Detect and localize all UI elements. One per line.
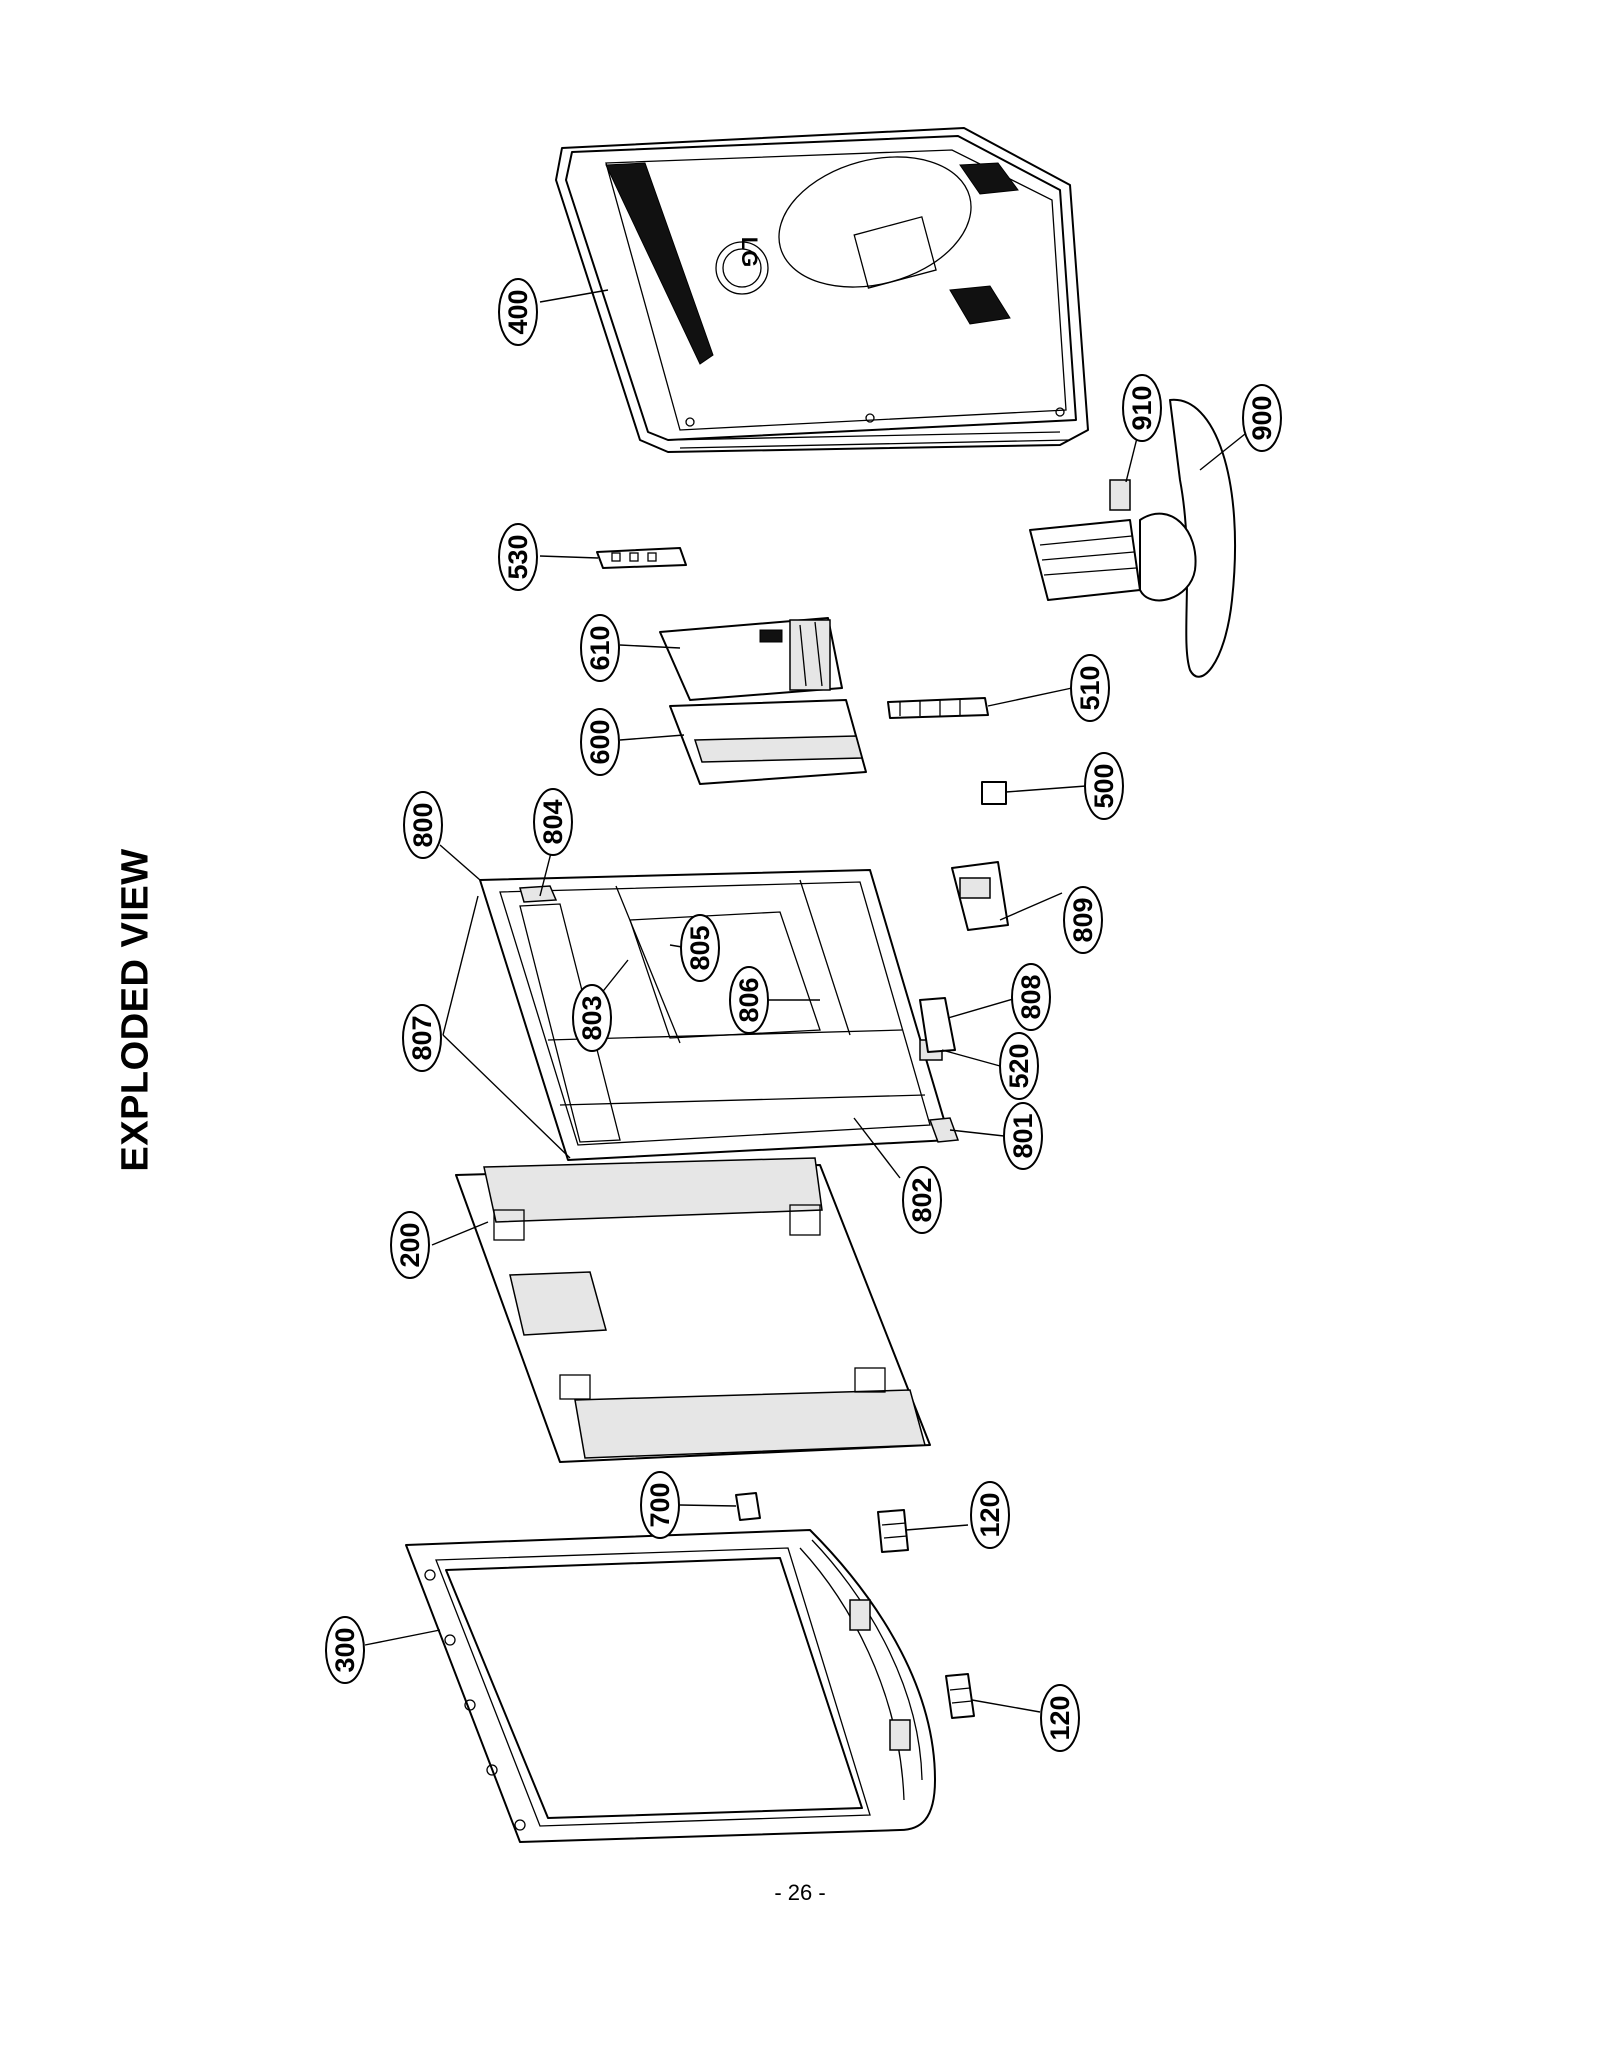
svg-text:120: 120: [1045, 1695, 1075, 1740]
svg-text:804: 804: [538, 799, 568, 844]
svg-text:805: 805: [685, 925, 715, 970]
part-610-board: [659, 617, 843, 701]
callout-808: 808: [1011, 963, 1051, 1031]
callout-800: 800: [403, 791, 443, 859]
svg-text:807: 807: [407, 1015, 437, 1060]
svg-text:600: 600: [585, 719, 615, 764]
callout-200: 200: [390, 1211, 430, 1279]
part-510: [887, 697, 989, 719]
callout-300: 300: [325, 1616, 365, 1684]
svg-text:200: 200: [395, 1222, 425, 1267]
part-530: [596, 547, 687, 569]
svg-text:801: 801: [1008, 1113, 1038, 1158]
callout-806: 806: [729, 966, 769, 1034]
callout-610: 610: [580, 614, 620, 682]
svg-text:610: 610: [585, 625, 615, 670]
callout-807: 807: [402, 1004, 442, 1072]
callout-510: 510: [1070, 654, 1110, 722]
callout-804: 804: [533, 788, 573, 856]
svg-text:510: 510: [1075, 665, 1105, 710]
callout-802: 802: [902, 1166, 942, 1234]
lcd-panel-part: [455, 1157, 931, 1463]
svg-text:803: 803: [577, 995, 607, 1040]
stand-part: [1029, 398, 1237, 678]
callout-910: 910: [1122, 374, 1162, 442]
leader-lines: [364, 289, 1251, 1713]
part-600-shield: [669, 699, 867, 785]
part-808: [919, 997, 956, 1053]
callout-600: 600: [580, 708, 620, 776]
part-120-lower: [945, 1673, 975, 1719]
callout-400: 400: [498, 278, 538, 346]
callout-809: 809: [1063, 886, 1103, 954]
svg-text:806: 806: [734, 977, 764, 1022]
callout-803: 803: [572, 984, 612, 1052]
back-cover-part: LG: [555, 127, 1089, 453]
callout-530: 530: [498, 523, 538, 591]
svg-text:120: 120: [975, 1492, 1005, 1537]
svg-text:800: 800: [408, 802, 438, 847]
svg-text:520: 520: [1004, 1043, 1034, 1088]
back-cover-logo: LG: [737, 237, 762, 268]
svg-text:802: 802: [907, 1177, 937, 1222]
part-500: [981, 781, 1007, 805]
front-bezel-part: [405, 1529, 936, 1843]
page-number: - 26 -: [774, 1880, 826, 1905]
svg-text:500: 500: [1089, 763, 1119, 808]
callout-805: 805: [680, 914, 720, 982]
callout-700: 700: [640, 1471, 680, 1539]
svg-text:900: 900: [1247, 395, 1277, 440]
part-809: [951, 861, 1009, 931]
svg-text:910: 910: [1127, 385, 1157, 430]
part-120-upper: [877, 1509, 909, 1553]
svg-text:530: 530: [503, 534, 533, 579]
svg-text:808: 808: [1016, 974, 1046, 1019]
svg-text:300: 300: [330, 1627, 360, 1672]
svg-text:400: 400: [503, 289, 533, 334]
callout-500: 500: [1084, 752, 1124, 820]
callout-801: 801: [1003, 1102, 1043, 1170]
part-700: [735, 1492, 761, 1521]
callout-120-lower: 120: [1040, 1684, 1080, 1752]
callout-520: 520: [999, 1032, 1039, 1100]
callout-900: 900: [1242, 384, 1282, 452]
main-frame-part: [479, 869, 960, 1161]
svg-text:700: 700: [645, 1482, 675, 1527]
callout-120-upper: 120: [970, 1481, 1010, 1549]
svg-text:809: 809: [1068, 897, 1098, 942]
